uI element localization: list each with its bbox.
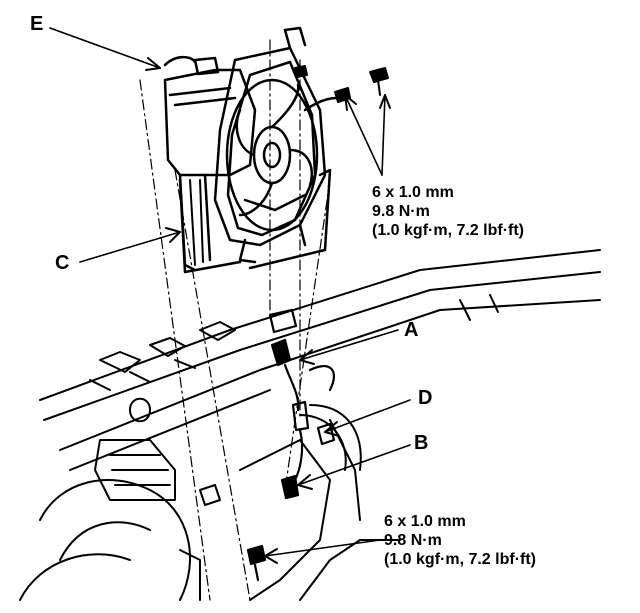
upper-bolts xyxy=(294,65,389,103)
callout-b: B xyxy=(414,432,429,454)
engine-bay-structure xyxy=(19,249,601,601)
upper-torque-spec: 6 x 1.0 mm 9.8 N·m (1.0 kgf·m, 7.2 lbf·f… xyxy=(372,183,524,240)
leader-lines xyxy=(49,27,411,564)
callout-d: D xyxy=(418,387,433,409)
upper-bolt-size: 6 x 1.0 mm xyxy=(372,184,454,201)
wire-harness-c xyxy=(189,179,204,266)
upper-torque-nm: 9.8 N·m xyxy=(372,203,430,220)
harness-connectors xyxy=(246,308,336,582)
callout-e: E xyxy=(30,13,44,35)
lower-torque-alt: (1.0 kgf·m, 7.2 lbf·ft) xyxy=(384,551,537,568)
lower-bolt-size: 6 x 1.0 mm xyxy=(384,513,466,530)
radiator-frame xyxy=(178,168,332,274)
upper-torque-alt: (1.0 kgf·m, 7.2 lbf·ft) xyxy=(372,222,525,239)
lower-torque-spec: 6 x 1.0 mm 9.8 N·m (1.0 kgf·m, 7.2 lbf·f… xyxy=(384,512,536,569)
coolant-reservoir xyxy=(163,55,257,272)
callout-c: C xyxy=(55,252,70,274)
lower-torque-nm: 9.8 N·m xyxy=(384,532,442,549)
callout-a: A xyxy=(404,319,419,341)
